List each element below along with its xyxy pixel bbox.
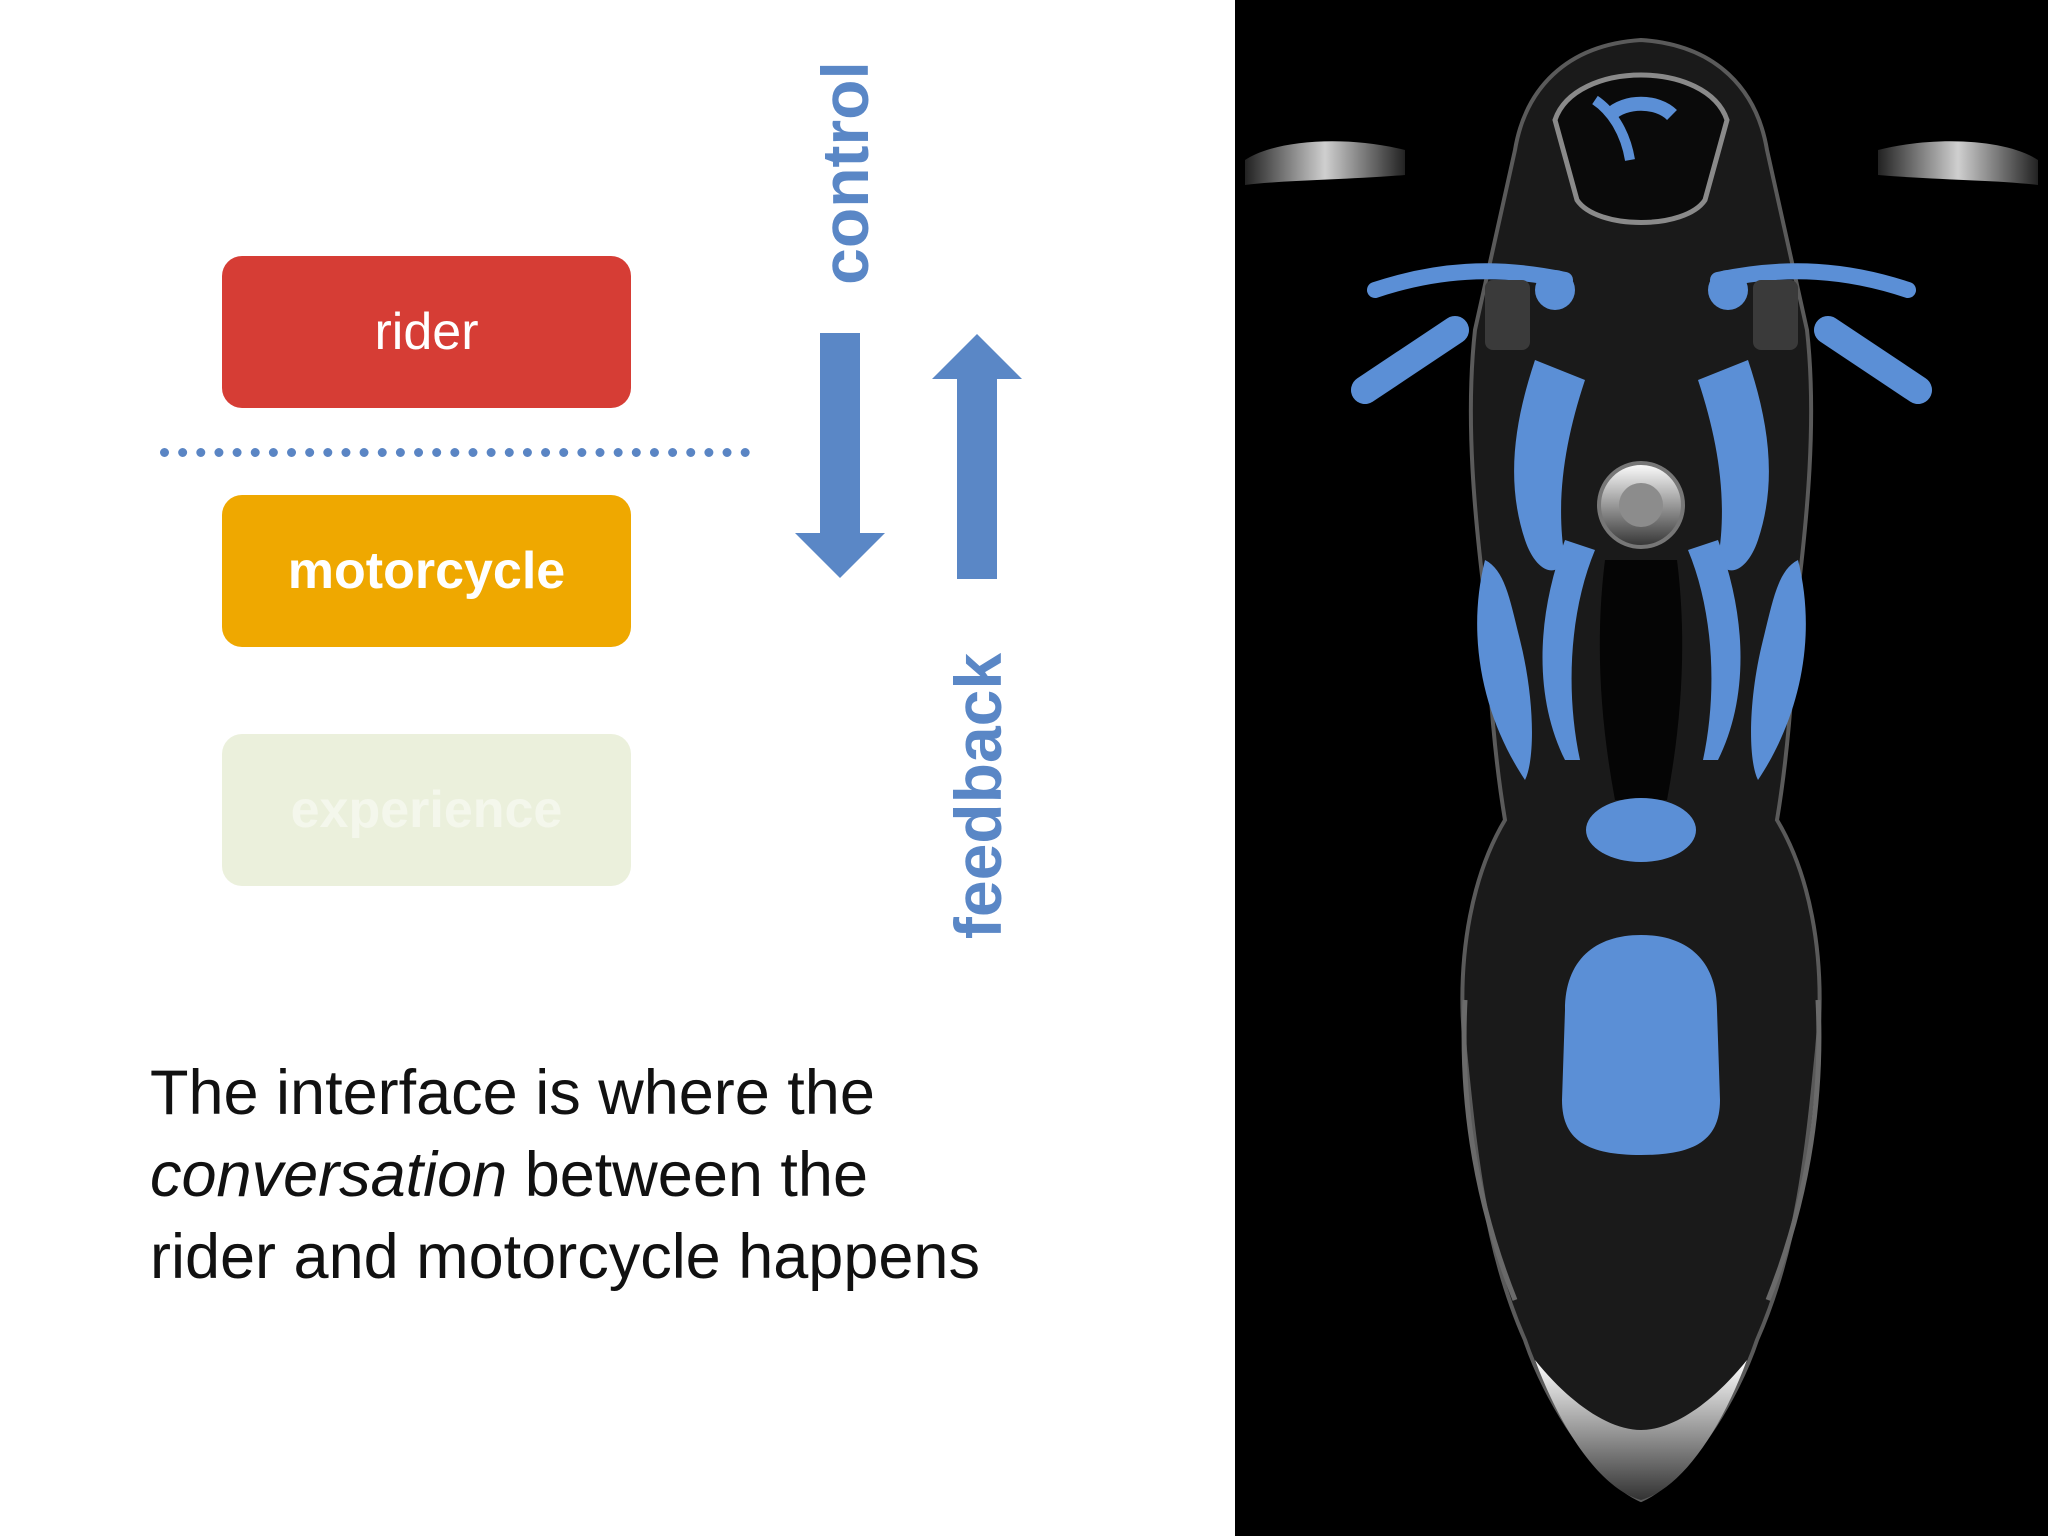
motorcycle-top-view-image (1235, 0, 2048, 1536)
caption-line-3: rider and motorcycle happens (150, 1222, 980, 1292)
interface-divider-line (160, 448, 750, 457)
motorcycle-illustration (1235, 0, 2048, 1536)
feedback-arrow-up-icon (932, 334, 1022, 579)
feedback-label: feedback (941, 652, 1015, 940)
experience-layer-box: experience (222, 734, 631, 886)
rider-layer-box: rider (222, 256, 631, 408)
control-feedback-arrows (795, 333, 1022, 579)
caption-emphasis: conversation (150, 1140, 508, 1210)
motorcycle-layer-label: motorcycle (287, 542, 566, 600)
experience-layer-label: experience (290, 781, 563, 839)
caption-line-1: The interface is where the (150, 1058, 875, 1128)
caption-text: The interface is where the conversation … (150, 1052, 1150, 1298)
control-label: control (808, 61, 882, 285)
control-arrow-down-icon (795, 333, 885, 578)
rider-layer-label: rider (374, 303, 479, 361)
caption-line-2-rest: between the (507, 1140, 868, 1210)
motorcycle-layer-box: motorcycle (222, 495, 631, 647)
caption-line-2: conversation between the (150, 1134, 1150, 1216)
